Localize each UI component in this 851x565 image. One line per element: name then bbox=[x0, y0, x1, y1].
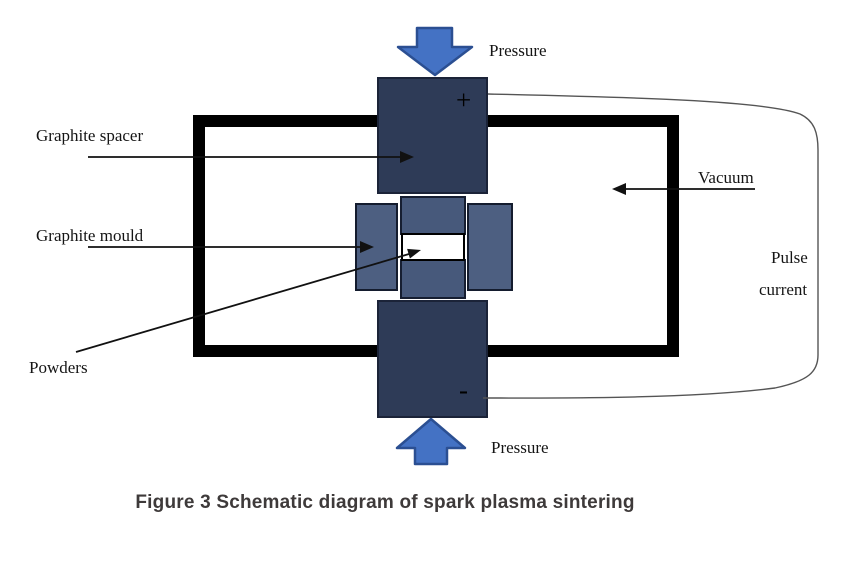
powders-label: Powders bbox=[29, 358, 88, 377]
positive-terminal-sign: + bbox=[456, 85, 472, 115]
graphite-spacer-label: Graphite spacer bbox=[36, 126, 144, 145]
mould-right-block bbox=[467, 203, 513, 291]
pulse-current-label-line2: current bbox=[759, 280, 808, 299]
negative-terminal-sign: - bbox=[459, 375, 468, 405]
pressure-up-arrow-icon bbox=[395, 417, 467, 466]
lower-punch-block bbox=[400, 259, 466, 299]
vacuum-label: Vacuum bbox=[698, 168, 754, 187]
top-electrode-block bbox=[377, 77, 488, 194]
figure-caption: Figure 3 Schematic diagram of spark plas… bbox=[135, 492, 635, 513]
upper-punch-block bbox=[400, 196, 466, 235]
pressure-down-arrow-icon bbox=[396, 26, 474, 77]
pulse-current-label-line1: Pulse bbox=[771, 248, 808, 267]
mould-left-block bbox=[355, 203, 398, 291]
bottom-electrode-block bbox=[377, 300, 488, 418]
pressure-top-label: Pressure bbox=[489, 41, 547, 60]
powder-cavity bbox=[401, 233, 465, 261]
pressure-bottom-label: Pressure bbox=[491, 438, 549, 457]
graphite-mould-label: Graphite mould bbox=[36, 226, 144, 245]
